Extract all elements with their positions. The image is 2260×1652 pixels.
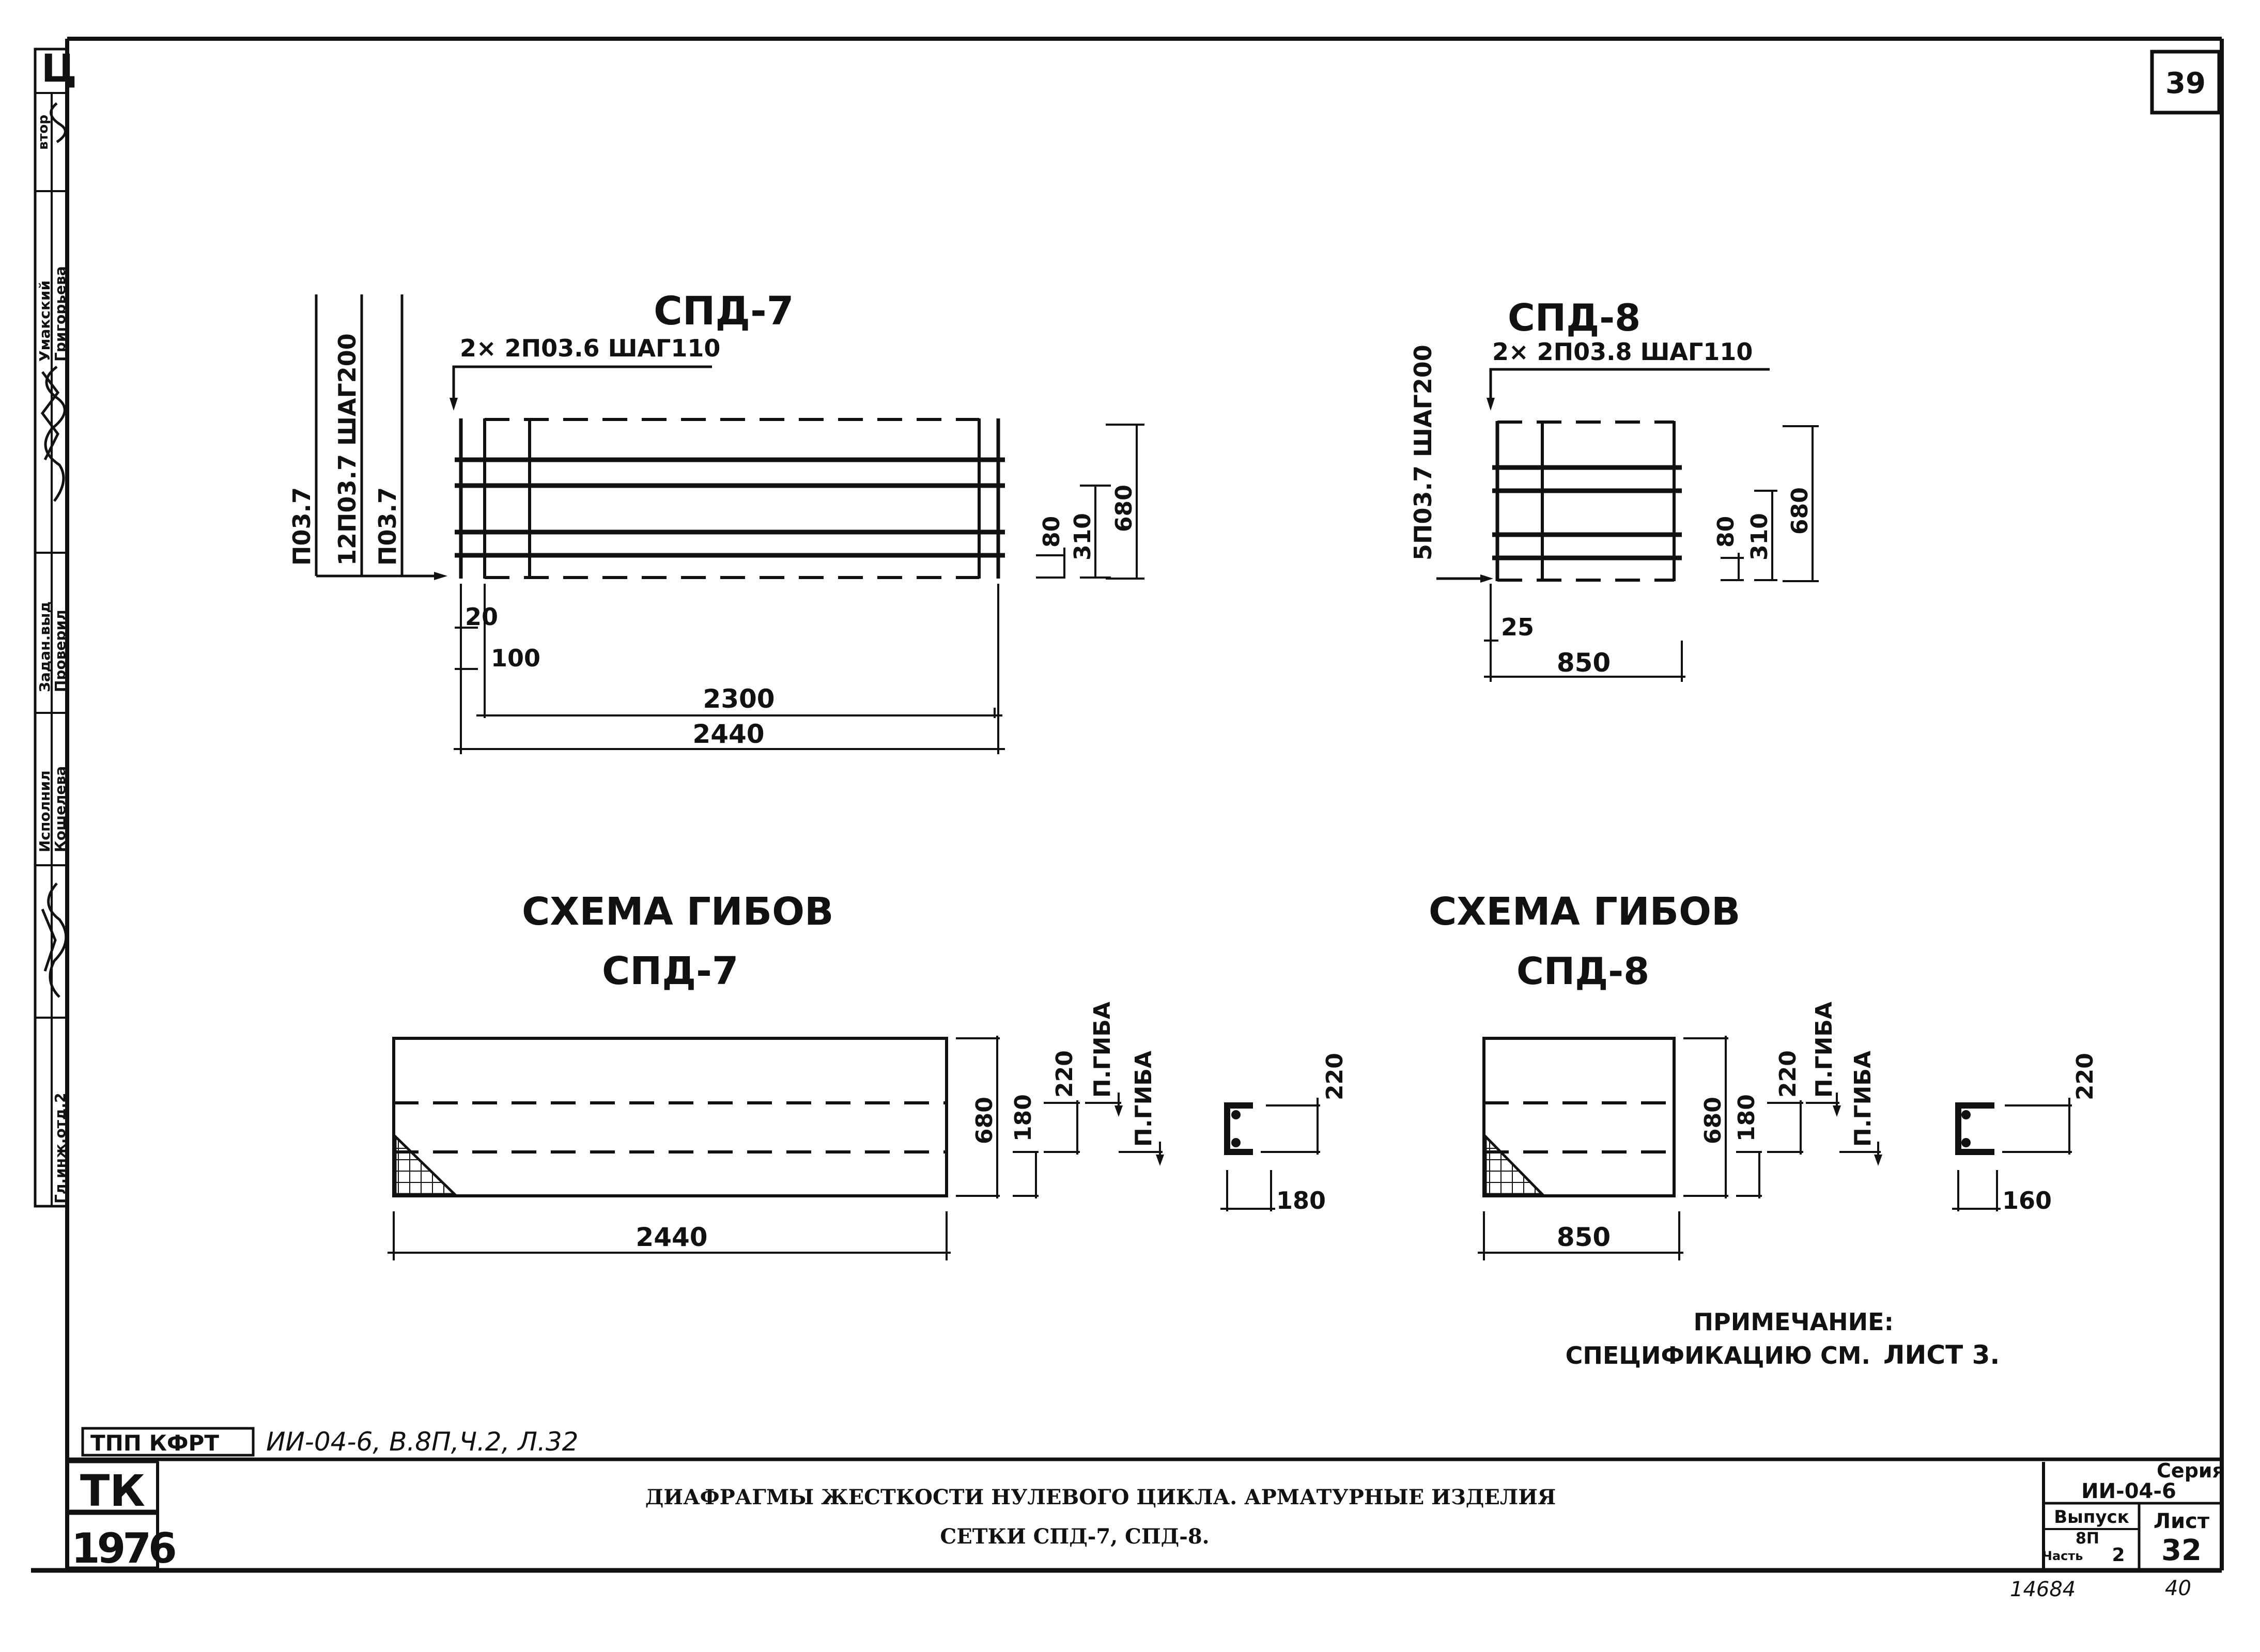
spd7-dim-680: 680 — [1111, 485, 1137, 532]
spd7-mesh-drawing — [315, 294, 1144, 754]
spd8-dim-850: 850 — [1557, 648, 1611, 678]
bend7-dim-680: 680 — [971, 1097, 998, 1144]
spd8-top-callout: 2× 2П03.8 ШАГ110 — [1492, 338, 1753, 366]
spd8-dim-680: 680 — [1787, 487, 1813, 535]
bend7-bend-label-1: П.ГИБА — [1089, 1002, 1116, 1098]
bend8-dim-220: 220 — [1775, 1050, 1801, 1098]
title-org: ТК — [80, 1466, 145, 1516]
sheet-value: 32 — [2161, 1534, 2202, 1567]
tpp-stamp-box — [81, 1427, 255, 1457]
bend7-dim-180: 180 — [1010, 1094, 1036, 1142]
spd7-left-callout-1: П03.7 — [288, 487, 316, 566]
note-text: СПЕЦИФИКАЦИЮ СМ. — [1566, 1342, 1870, 1369]
spd7-dim-2440: 2440 — [692, 719, 764, 749]
note-ref: ЛИСТ 3. — [1883, 1340, 2000, 1370]
title-line-2: СЕТКИ СПД-7, СПД-8. — [940, 1524, 1209, 1549]
series-value: ИИ-04-6 — [2081, 1479, 2176, 1503]
spd7-top-callout: 2× 2П03.6 ШАГ110 — [460, 334, 720, 362]
bend7-section — [1220, 1098, 1320, 1211]
spd8-mesh-drawing — [1436, 368, 1819, 682]
stamp-role-6: Гл.инж.отд.2 — [52, 1093, 69, 1204]
bend7-bend-label-2: П.ГИБА — [1131, 1051, 1157, 1147]
spd8-dim-25: 25 — [1501, 613, 1534, 641]
issue-label: Выпуск — [2054, 1507, 2129, 1528]
side-stamp — [34, 48, 69, 1208]
bend8-dim-length: 850 — [1557, 1222, 1611, 1252]
title-block-lines — [66, 1460, 2222, 1570]
bend7-title: СПД-7 — [602, 949, 738, 993]
sheet-number: 39 — [2165, 67, 2206, 100]
spd7-dim-2300: 2300 — [703, 684, 775, 714]
stamp-name-1: Умакский — [36, 280, 53, 362]
sheet-label: Лист — [2154, 1509, 2210, 1533]
stamp-role-3: Задан.выд — [36, 601, 53, 692]
note-heading: ПРИМЕЧАНИЕ: — [1694, 1308, 1894, 1336]
bend7-heading: СХЕМА ГИБОВ — [522, 890, 833, 934]
bend8-title: СПД-8 — [1516, 949, 1649, 993]
title-line-1: ДИАФРАГМЫ ЖЕСТКОСТИ НУЛЕВОГО ЦИКЛА. АРМА… — [645, 1485, 1556, 1509]
spd8-dim-80: 80 — [1713, 516, 1739, 548]
inventory-number: 14684 — [2010, 1578, 2076, 1601]
spd7-left-callout-3: П03.7 — [374, 487, 401, 566]
spd7-dim-80: 80 — [1039, 516, 1065, 548]
stamp-name-2: Григорьева — [52, 266, 69, 362]
spd7-left-callout-2: 12П03.7 ШАГ200 — [333, 333, 361, 566]
stamp-role-5: Исполнил — [36, 770, 53, 852]
spd8-dim-310: 310 — [1746, 513, 1773, 560]
bend7-dim-220: 220 — [1051, 1050, 1078, 1098]
bend7-section-width: 180 — [1276, 1187, 1326, 1214]
part-label: Часть — [2042, 1549, 2083, 1563]
bend8-heading: СХЕМА ГИБОВ — [1429, 890, 1740, 934]
bend8-bend-label-2: П.ГИБА — [1850, 1051, 1876, 1147]
stamp-name-5: Кошелева — [52, 766, 69, 852]
bend8-dim-180: 180 — [1733, 1094, 1760, 1142]
bend8-section — [1952, 1098, 2072, 1211]
series-label: Серия — [2157, 1459, 2225, 1482]
tpp-stamp: ТПП КФРТ — [90, 1430, 219, 1456]
spd7-dim-20: 20 — [465, 603, 498, 631]
signature-marks — [40, 102, 68, 998]
stamp-author-label: втор — [36, 115, 51, 150]
title-year: 1976 — [71, 1524, 175, 1572]
extra-number: 40 — [2165, 1577, 2191, 1600]
bend8-section-width: 160 — [2002, 1187, 2052, 1214]
bend8-drawing — [1478, 1036, 1882, 1260]
spd7-title: СПД-7 — [654, 288, 794, 334]
tpp-code: ИИ-04-6, В.8П,Ч.2, Л.32 — [266, 1427, 579, 1457]
stamp-role-4: Проверил — [52, 610, 69, 692]
bend7-dim-length: 2440 — [636, 1222, 707, 1252]
bend7-section-height: 220 — [1322, 1053, 1348, 1100]
spd7-dim-310: 310 — [1070, 513, 1096, 560]
part-value: 2 — [2112, 1545, 2125, 1566]
spd8-title: СПД-8 — [1508, 296, 1640, 339]
bend7-drawing — [388, 1036, 1164, 1260]
bend8-bend-label-1: П.ГИБА — [1811, 1002, 1837, 1098]
spd8-left-callout: 5П03.7 ШАГ200 — [1409, 345, 1437, 560]
bend8-section-height: 220 — [2072, 1053, 2098, 1100]
spd7-dim-100: 100 — [491, 644, 540, 672]
bend8-dim-680: 680 — [1700, 1097, 1726, 1144]
stamp-letter: Ц — [41, 46, 77, 91]
issue-value: 8П — [2076, 1530, 2099, 1548]
